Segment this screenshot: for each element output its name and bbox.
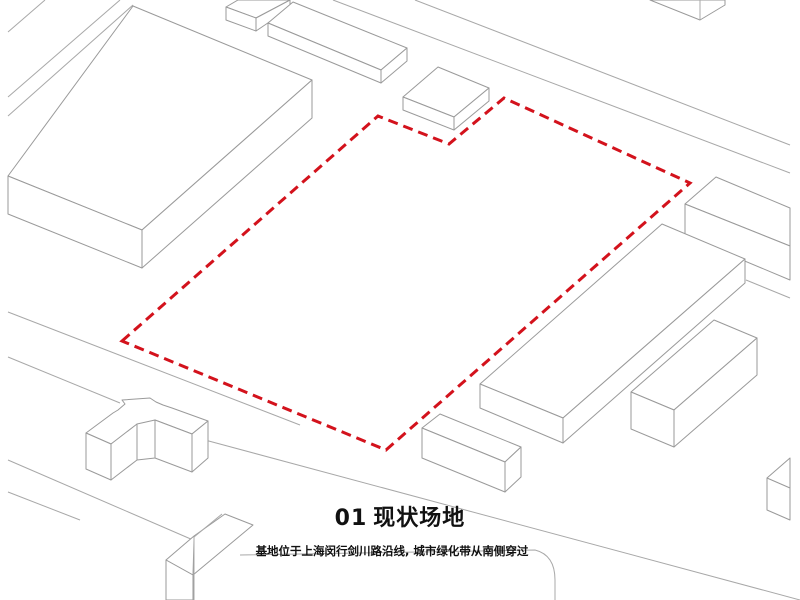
building-long-north	[267, 1, 408, 84]
building-large-northwest	[7, 5, 313, 269]
building-southeast	[630, 319, 758, 448]
road-lines	[7, 0, 800, 600]
building-south-of-site	[421, 413, 522, 493]
building-small-adjacent-site	[402, 66, 490, 131]
building-long-southeast	[479, 223, 746, 444]
building-northeast-top	[649, 0, 726, 21]
diagram-title-text: 现状场地	[373, 506, 466, 531]
building-east	[684, 176, 791, 281]
building-southwest-bottom	[165, 513, 254, 600]
diagram-subtitle: 基地位于上海闵行剑川路沿线, 城市绿化带从南侧穿过	[255, 544, 529, 558]
building-far-east-edge	[766, 457, 791, 521]
site-boundary	[119, 96, 693, 452]
building-curved-southwest	[85, 397, 209, 481]
diagram-title-number: 01	[334, 506, 368, 531]
